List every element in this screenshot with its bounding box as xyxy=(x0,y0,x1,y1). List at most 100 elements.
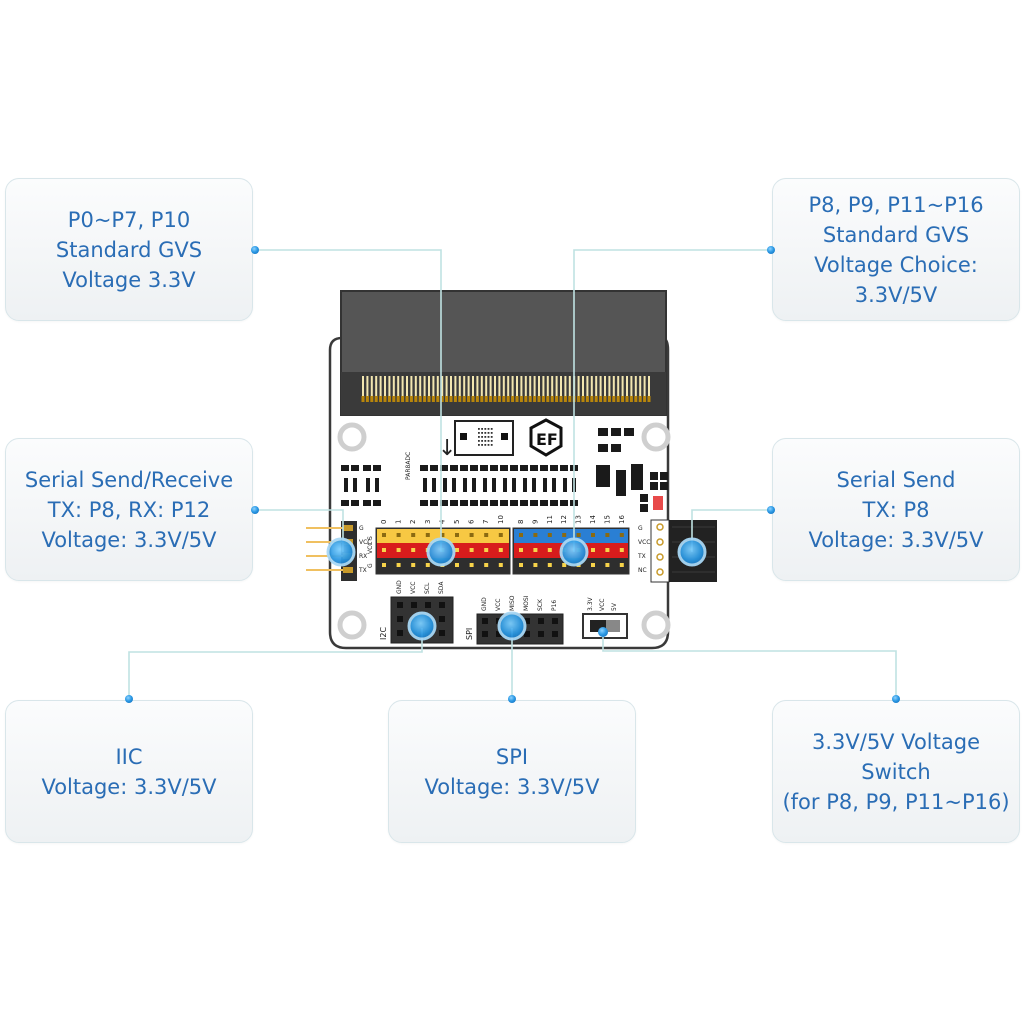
callout-line: (for P8, P9, P11~P16) xyxy=(782,789,1010,814)
header-pin xyxy=(533,533,538,537)
header-pin xyxy=(425,533,430,537)
header-pin xyxy=(382,563,386,567)
edge-pin-pad xyxy=(625,396,629,402)
smd-pad xyxy=(660,472,668,480)
header-pin xyxy=(396,533,401,537)
header-pin xyxy=(533,548,538,552)
edge-pin-pad xyxy=(445,396,449,402)
edge-pin-pad xyxy=(643,396,647,402)
smd-pad xyxy=(532,478,536,492)
header-pin xyxy=(396,548,401,552)
smd-pad xyxy=(430,500,438,506)
marker-spi xyxy=(497,611,527,641)
callout-line: Voltage: 3.3V/5V xyxy=(41,774,217,799)
pin-label: NC xyxy=(638,567,647,574)
edge-pin-pad xyxy=(515,396,519,402)
callout-line: 3.3V/5V Voltage xyxy=(811,729,980,754)
header-pin xyxy=(440,533,445,537)
edge-pin xyxy=(612,376,615,400)
pin-label: VCC xyxy=(367,542,374,554)
edge-pin xyxy=(494,376,496,400)
edge-pin-pad xyxy=(594,396,598,402)
smd-pad xyxy=(560,465,568,471)
edge-pin-pad xyxy=(497,396,501,402)
smd-pad xyxy=(640,504,648,512)
board-markers xyxy=(326,537,707,641)
smd-pad xyxy=(450,465,458,471)
pin-label: SCL xyxy=(424,582,431,594)
edge-pin-pad xyxy=(607,396,611,402)
header-pin xyxy=(619,548,624,552)
callout-line: Voltage: 3.3V/5V xyxy=(808,527,984,552)
connector-voltage-switch xyxy=(602,632,897,699)
marker-gvs-standard xyxy=(426,537,456,567)
smd-pad xyxy=(640,494,648,502)
smd-pad xyxy=(430,465,438,471)
header-pin xyxy=(591,533,595,537)
header-pin xyxy=(484,563,489,567)
smd-pad xyxy=(432,478,436,492)
callout-voltage-switch: 3.3V/5V Voltage Switch (for P8, P9, P11~… xyxy=(772,700,1020,843)
smd-pad xyxy=(443,478,447,492)
pin-label: 7 xyxy=(482,520,490,524)
callout-serial-send: Serial Send TX: P8 Voltage: 3.3V/5V xyxy=(772,438,1020,581)
connector-gvs-standard xyxy=(255,249,442,552)
smd-pad xyxy=(420,500,428,506)
header-pin xyxy=(469,563,474,567)
pin-label: S xyxy=(367,536,374,540)
edge-pin xyxy=(454,376,457,400)
led-dot xyxy=(487,432,490,434)
smd-pad xyxy=(460,500,468,506)
edge-pin-pad xyxy=(374,396,378,402)
smd-pad xyxy=(520,465,528,471)
edge-pin-pad xyxy=(365,396,369,402)
pin-label: SPI xyxy=(465,628,474,640)
led-dot xyxy=(481,436,483,438)
header-pin xyxy=(619,563,624,567)
mounting-hole xyxy=(641,422,671,452)
smd-pad xyxy=(341,500,349,506)
smd-pad xyxy=(450,500,458,506)
gvs-header-right xyxy=(512,527,630,575)
edge-pin xyxy=(392,376,395,400)
smd-pad xyxy=(598,444,608,452)
edge-pin xyxy=(599,376,602,400)
marker-serial-send-receive xyxy=(326,537,356,567)
i2c-pin xyxy=(439,602,445,608)
edge-pin-pad xyxy=(599,396,603,402)
i2c-pin xyxy=(397,630,403,636)
mounting-hole xyxy=(337,610,367,640)
edge-pin-pad xyxy=(506,396,510,402)
voltage-switch xyxy=(582,613,628,639)
header-pin xyxy=(469,533,474,537)
smd-pad xyxy=(373,500,381,506)
edge-pin xyxy=(463,376,466,400)
edge-pin xyxy=(626,376,628,400)
edge-pin-pad xyxy=(612,396,616,402)
endpoint-dot xyxy=(251,506,259,514)
header-pin xyxy=(455,563,459,567)
edge-pin-pad xyxy=(418,396,422,402)
smd-pad xyxy=(344,478,348,492)
led-dot xyxy=(487,440,490,442)
header-pin xyxy=(498,533,503,537)
edge-pin xyxy=(511,376,514,400)
callout-gvs-choice: P8, P9, P11~P16 Standard GVS Voltage Cho… xyxy=(772,178,1020,321)
smd-pad xyxy=(611,428,621,436)
edge-pin-pad xyxy=(414,396,418,402)
edge-pin-pad xyxy=(638,396,642,402)
pin-label: MOSI xyxy=(523,595,530,611)
smd-pad xyxy=(423,478,427,492)
smd-pad xyxy=(624,428,634,436)
edge-pin xyxy=(370,376,373,400)
pin-label: TX xyxy=(358,567,367,574)
microbit-icon xyxy=(454,420,514,456)
edge-pin xyxy=(480,376,483,400)
edge-pin xyxy=(401,376,404,400)
marker-voltage-switch xyxy=(598,627,608,637)
edge-pin xyxy=(524,376,527,400)
edge-pin-pad xyxy=(634,396,638,402)
header-pin xyxy=(547,548,552,552)
smd-pad xyxy=(480,465,488,471)
endpoint-dot xyxy=(767,246,775,254)
